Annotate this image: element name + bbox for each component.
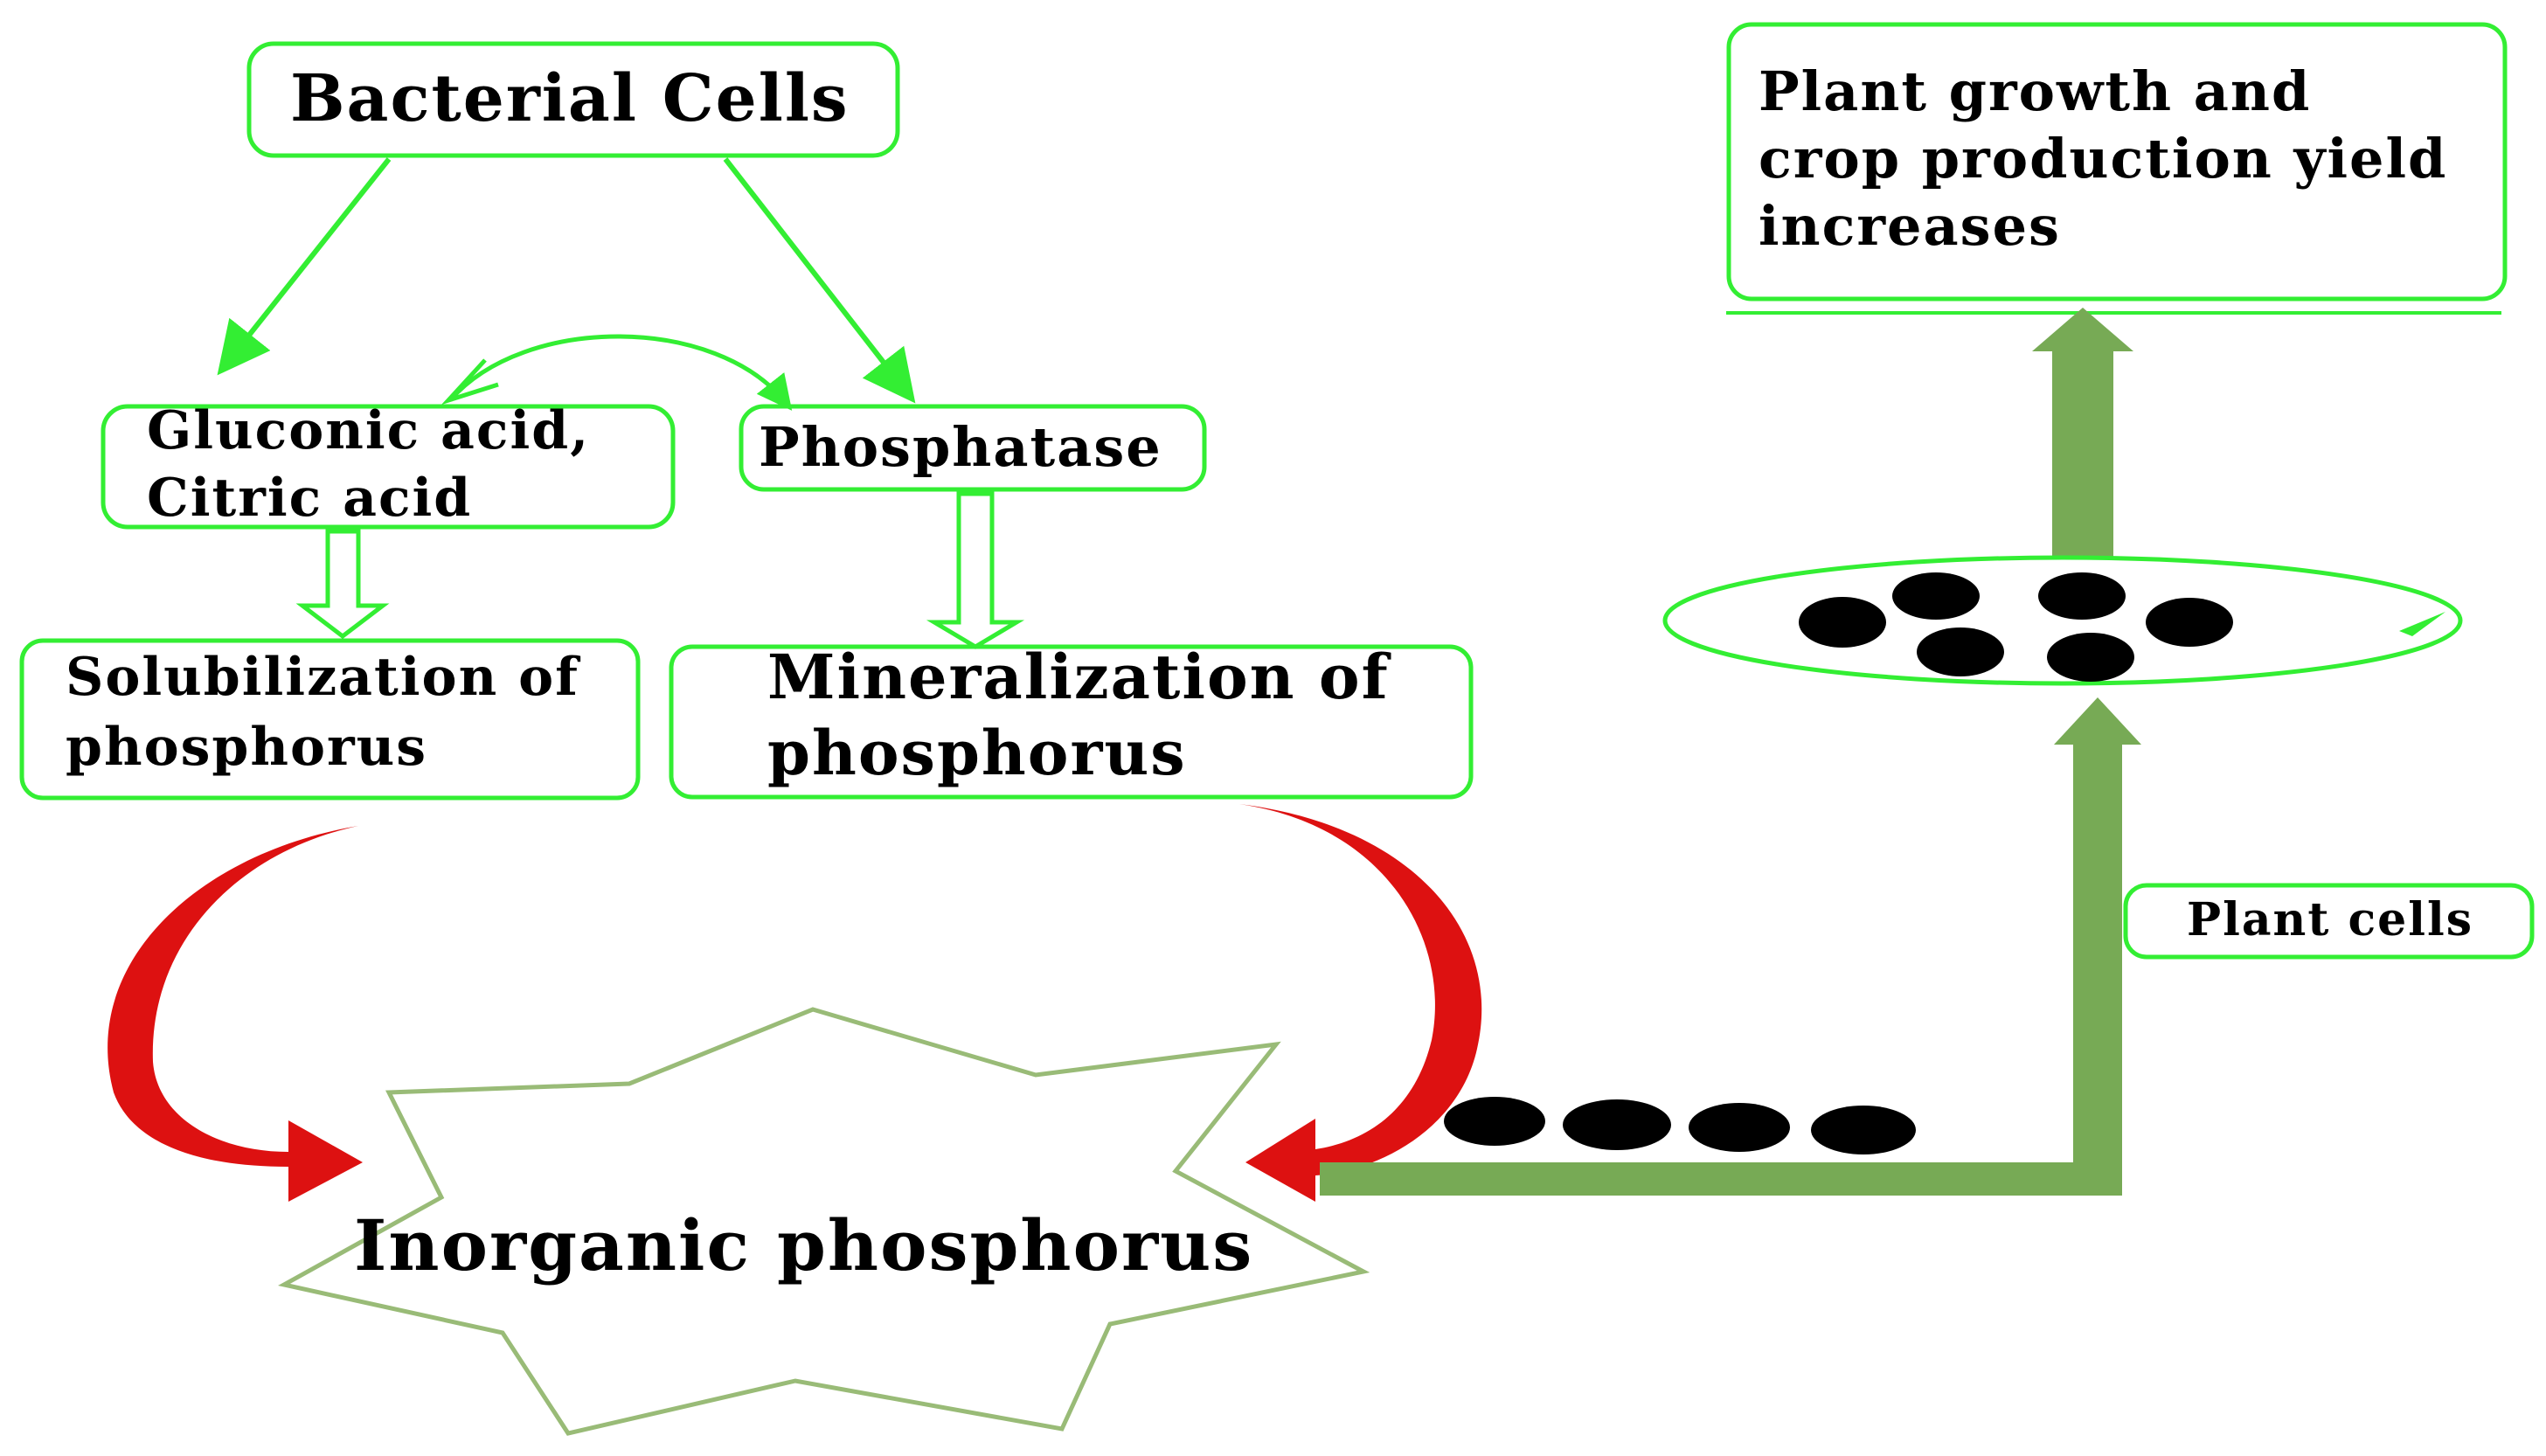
- hollow-arrow-acids-to-solubilization: [295, 529, 390, 640]
- solubilization-label-line1: Solubilization of: [66, 647, 579, 708]
- acids-box: [101, 404, 676, 530]
- arrow-bacteria-to-acids: [217, 157, 392, 376]
- solubilization-label-line2: phosphorus: [66, 717, 427, 778]
- mineralization-label-line2: phosphorus: [767, 717, 1187, 789]
- particle-ellipse-6: [2146, 598, 2233, 647]
- particle-path-2: [1563, 1099, 1671, 1150]
- particle-path-1: [1444, 1097, 1545, 1146]
- olive-path-vertical-lower: [2073, 743, 2122, 1196]
- particle-ellipse-1: [1799, 597, 1886, 648]
- phosphatase-box: [739, 404, 1207, 492]
- outcome-box: [1726, 22, 2508, 302]
- outcome-label-line3: increases: [1759, 194, 2061, 258]
- curved-link-head-left: [441, 358, 499, 406]
- hollow-arrow-phosphatase-to-mineralization: [926, 491, 1025, 649]
- particle-ellipse-4: [2038, 572, 2126, 620]
- inorganic-phosphorus-star: [278, 1007, 1370, 1436]
- plant-cell-ellipse: [1662, 555, 2463, 686]
- olive-path-horizontal: [1320, 1162, 2122, 1196]
- inorganic-phosphorus-label: Inorganic phosphorus: [354, 1204, 1254, 1286]
- particle-ellipse-5: [2047, 633, 2134, 682]
- plant-cells-label: Plant cells: [2187, 893, 2474, 946]
- olive-arrowhead-to-outcome: [2032, 308, 2133, 351]
- outcome-label-line1: Plant growth and: [1759, 59, 2312, 123]
- acids-label-line1: Gluconic acid,: [147, 400, 591, 461]
- particle-path-4: [1811, 1106, 1916, 1154]
- arrow-bacteria-to-phosphatase: [723, 157, 916, 404]
- plant-cells-box: [2123, 883, 2535, 960]
- olive-path-vertical-upper: [2052, 350, 2113, 559]
- acids-label-line2: Citric acid: [147, 468, 473, 529]
- particle-path-3: [1689, 1103, 1790, 1152]
- red-arrow-solubilization-to-inorganic: [108, 782, 363, 1202]
- particle-ellipse-3: [1917, 627, 2004, 676]
- mineralization-box: [669, 644, 1474, 800]
- curved-link-acids-phosphatase: [448, 334, 793, 411]
- particle-ellipse-2: [1892, 572, 1980, 620]
- solubilization-box: [19, 638, 641, 801]
- red-arrow-mineralization-to-inorganic: [1239, 760, 1482, 1202]
- bacterial-cells-box: [246, 41, 900, 158]
- olive-arrowhead-to-ellipse: [2054, 697, 2141, 745]
- phosphatase-label: Phosphatase: [759, 415, 1162, 479]
- bacterial-cells-label: Bacterial Cells: [290, 61, 850, 136]
- mineralization-label-line1: Mineralization of: [767, 641, 1390, 713]
- ellipse-tail: [2399, 612, 2445, 636]
- outcome-label-line2: crop production yield: [1759, 127, 2448, 191]
